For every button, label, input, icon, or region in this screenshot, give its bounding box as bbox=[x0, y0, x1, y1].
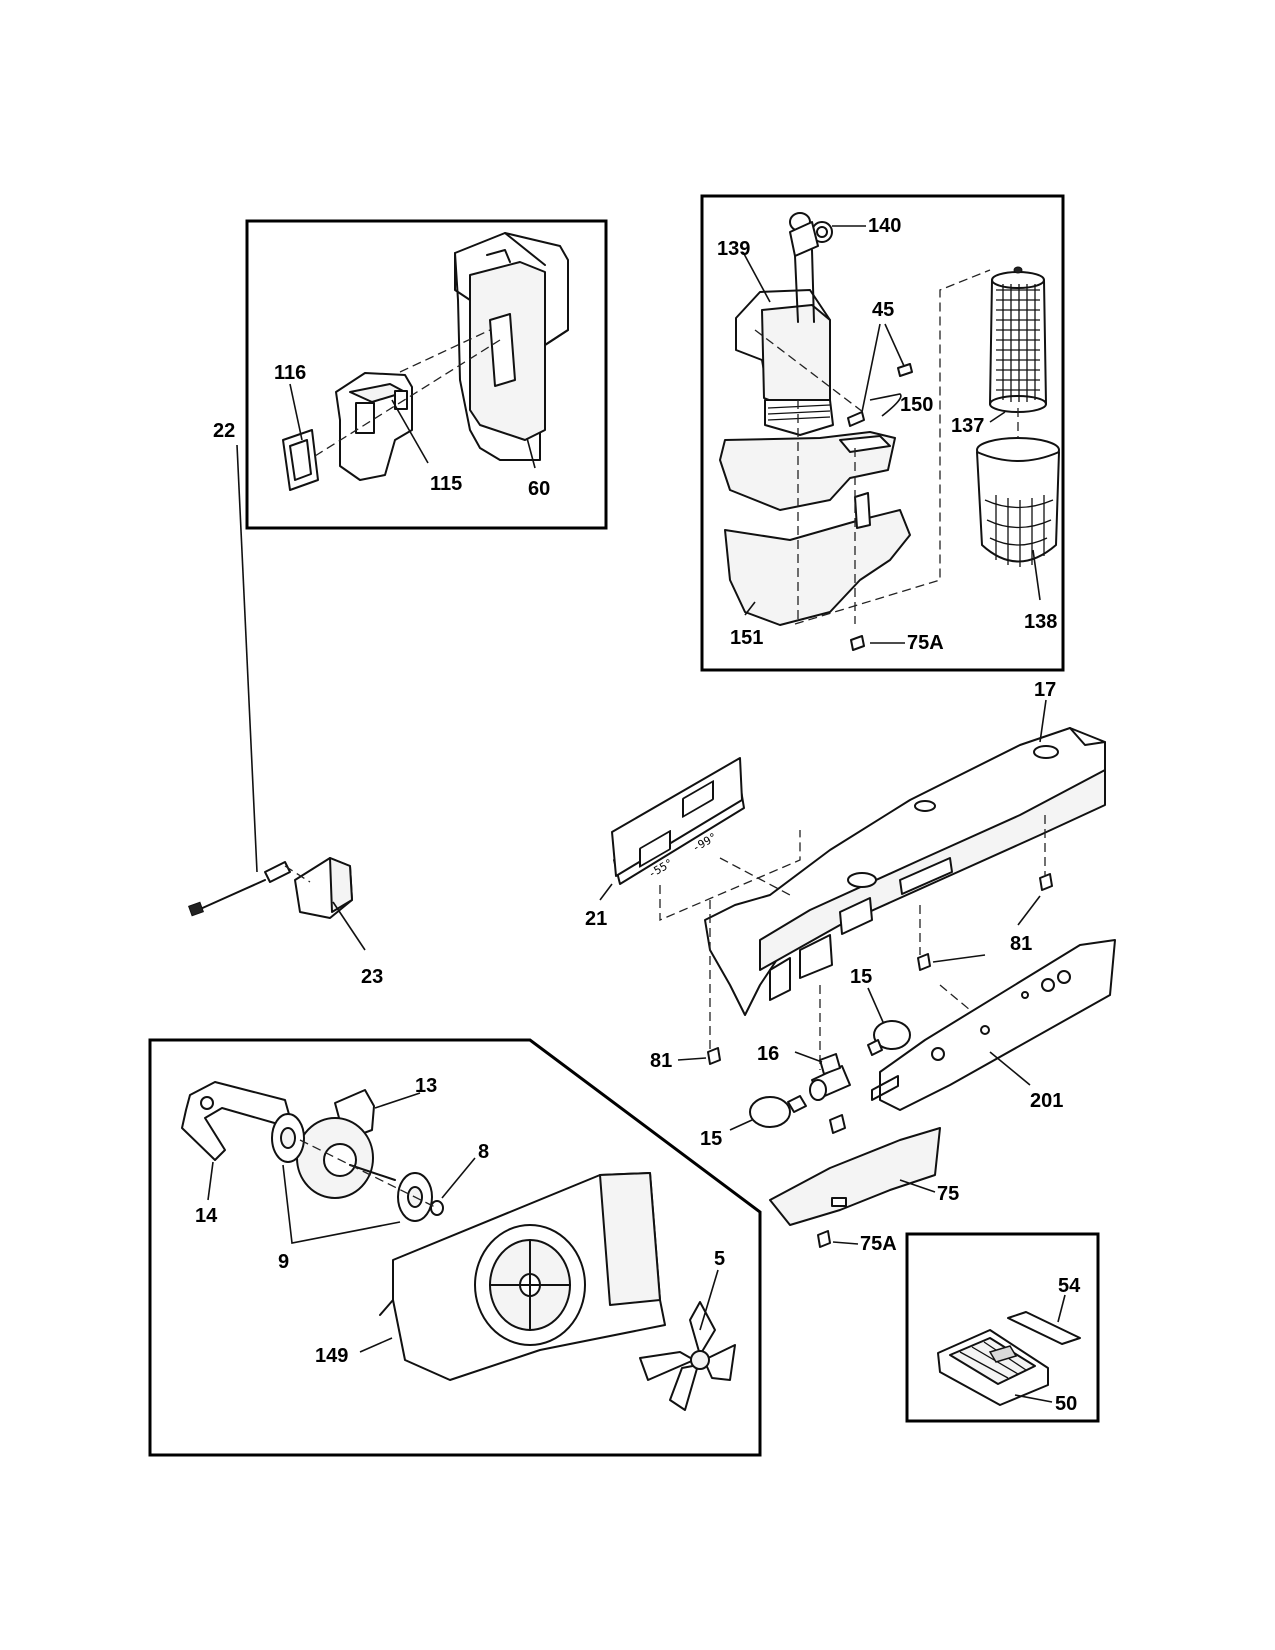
part-15-bulb-right bbox=[867, 1020, 911, 1056]
label-75A-bottom: 75A bbox=[860, 1233, 897, 1255]
head-alignment bbox=[754, 329, 864, 413]
label-15-left: 15 bbox=[700, 1128, 722, 1150]
label-75: 75 bbox=[937, 1183, 959, 1205]
label-22: 22 bbox=[213, 420, 235, 442]
part-150-shroud bbox=[719, 431, 896, 511]
part-17-control-housing bbox=[704, 727, 1106, 1016]
part-137-filter-cartridge bbox=[989, 266, 1047, 413]
label-15-right: 15 bbox=[850, 966, 872, 988]
part-151-cover bbox=[724, 492, 911, 626]
part-54-strip bbox=[1007, 1311, 1081, 1345]
part-139-filter-head bbox=[735, 249, 834, 436]
shaft-alignment bbox=[299, 1139, 438, 1209]
label-116: 116 bbox=[274, 362, 306, 384]
alignment-line-60b bbox=[399, 329, 491, 373]
label-115: 115 bbox=[430, 473, 462, 495]
part-21-display-board: -55° -99° bbox=[611, 757, 745, 885]
part-14-bracket bbox=[181, 1081, 291, 1161]
part-75A-screw-bottom bbox=[817, 1230, 831, 1248]
inset-frame-tray bbox=[905, 1232, 1100, 1423]
label-150: 150 bbox=[900, 394, 933, 416]
part-75-light-cover bbox=[769, 1114, 941, 1226]
label-81-left: 81 bbox=[650, 1050, 672, 1072]
inset-frame-dispenser-housing bbox=[245, 219, 608, 530]
part-81-screws bbox=[707, 873, 1053, 1065]
label-54: 54 bbox=[1058, 1275, 1081, 1297]
part-5-fan-blade bbox=[639, 1301, 736, 1411]
label-21: 21 bbox=[585, 908, 607, 930]
alignment-line-60 bbox=[314, 339, 501, 457]
inset-frame-fan-assembly bbox=[148, 1038, 762, 1457]
label-45: 45 bbox=[872, 299, 894, 321]
part-116-gasket bbox=[282, 429, 319, 491]
part-22-thermistor bbox=[188, 861, 291, 917]
label-14: 14 bbox=[195, 1205, 218, 1227]
label-13: 13 bbox=[415, 1075, 437, 1097]
part-115-module bbox=[335, 372, 413, 481]
panel-alignment-a bbox=[659, 830, 801, 921]
label-140: 140 bbox=[868, 215, 901, 237]
part-15-bulb-left bbox=[749, 1095, 807, 1128]
part-201-overlay bbox=[871, 939, 1116, 1111]
label-60: 60 bbox=[528, 478, 550, 500]
part-23-cover bbox=[294, 857, 353, 919]
label-5: 5 bbox=[714, 1248, 725, 1270]
label-8: 8 bbox=[478, 1141, 489, 1163]
label-139: 139 bbox=[717, 238, 750, 260]
label-138: 138 bbox=[1024, 611, 1057, 633]
part-149-fan-shroud bbox=[379, 1172, 666, 1381]
label-137: 137 bbox=[951, 415, 984, 437]
part-75A-screw-top bbox=[850, 635, 865, 651]
part-16-socket bbox=[809, 1053, 851, 1101]
label-23: 23 bbox=[361, 966, 383, 988]
cover-alignment bbox=[284, 865, 311, 883]
panel-alignment-g bbox=[939, 984, 971, 1011]
part-8-washer bbox=[430, 1200, 444, 1216]
label-16: 16 bbox=[757, 1043, 779, 1065]
part-138-filter-bowl bbox=[976, 437, 1060, 567]
label-9: 9 bbox=[278, 1251, 289, 1273]
part-60-housing bbox=[454, 232, 569, 461]
label-81-right: 81 bbox=[1010, 933, 1032, 955]
part-13-motor bbox=[296, 1089, 396, 1199]
assembly-boundary bbox=[794, 269, 991, 625]
part-50-tray bbox=[937, 1329, 1049, 1406]
part-45-screws bbox=[847, 363, 913, 427]
inset-frame-water-filter bbox=[700, 194, 1065, 672]
label-151: 151 bbox=[730, 627, 763, 649]
label-17: 17 bbox=[1034, 679, 1056, 701]
label-201: 201 bbox=[1030, 1090, 1063, 1112]
label-50: 50 bbox=[1055, 1393, 1077, 1415]
label-75A-top: 75A bbox=[907, 632, 944, 654]
part-140-elbow bbox=[789, 212, 833, 257]
shroud-alignment bbox=[797, 400, 856, 624]
label-149: 149 bbox=[315, 1345, 348, 1367]
